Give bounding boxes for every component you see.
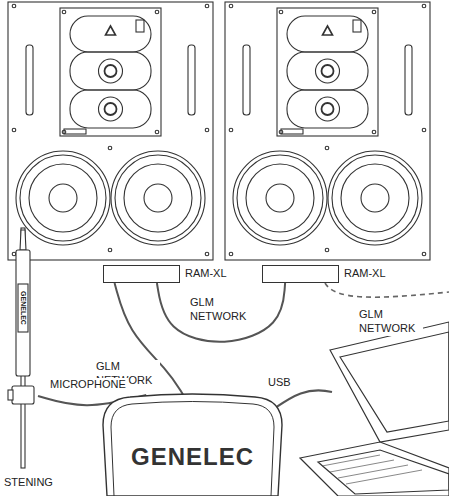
- node-label: GENELEC: [19, 291, 27, 325]
- network-cable: [325, 283, 449, 297]
- rack-unit: RAM-XL: [103, 265, 180, 283]
- speaker: [8, 2, 213, 260]
- network-adapter: GENELEC: [100, 395, 285, 496]
- node-label: RAM-XL: [344, 267, 386, 280]
- cable-label: MICROPHONE: [48, 378, 128, 392]
- microphone-outline: [8, 228, 38, 468]
- usb-cable: [272, 390, 332, 410]
- node-label: GENELEC: [131, 443, 254, 472]
- text-label: USB: [266, 376, 293, 390]
- laptop: [300, 322, 449, 496]
- rack-unit: RAM-XL: [262, 265, 339, 283]
- microphone: GENELEC: [8, 228, 38, 468]
- cable-label: GLM NETWORK: [188, 296, 254, 324]
- node-label: RAM-XL: [185, 267, 227, 280]
- text-label: GLM NETWORK: [357, 308, 423, 336]
- text-label: STENING: [2, 476, 55, 490]
- cable: [157, 283, 285, 342]
- speaker: [225, 2, 430, 260]
